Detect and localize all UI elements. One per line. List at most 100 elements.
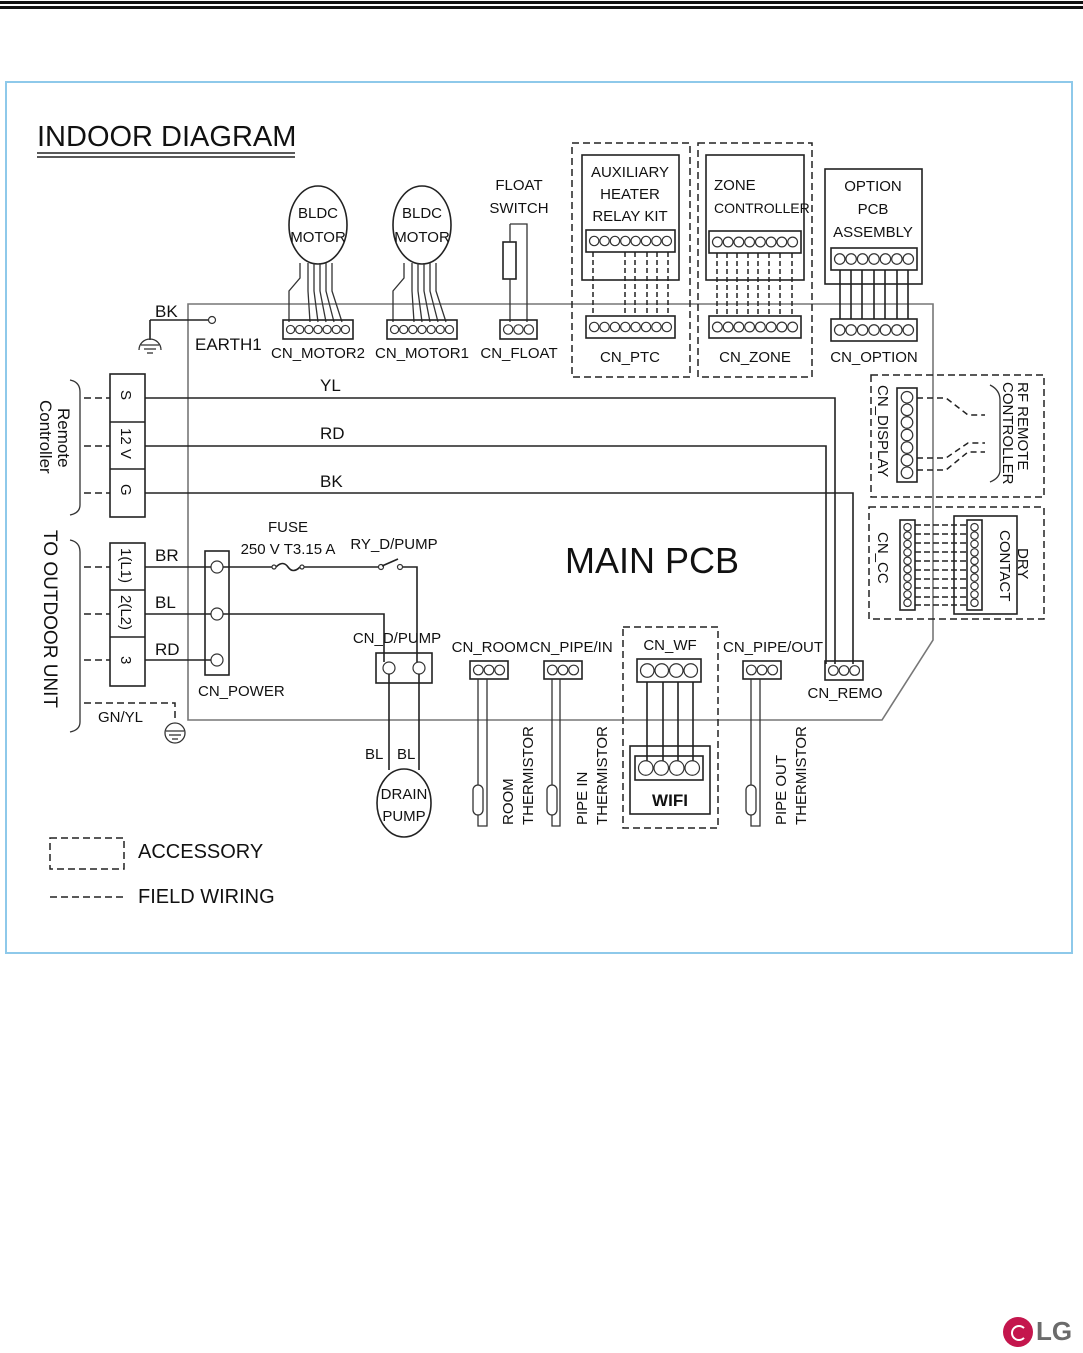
main-pcb-label: MAIN PCB bbox=[565, 540, 739, 581]
header-rule-bottom bbox=[0, 6, 1083, 9]
terminal-s: S bbox=[117, 390, 134, 400]
connector-pin bbox=[609, 321, 621, 333]
connector-pin bbox=[868, 324, 880, 336]
connector-pin bbox=[557, 664, 569, 676]
connector-pin bbox=[903, 598, 912, 608]
accessory-zone: ZONE CONTROLLER CN_ZONE bbox=[697, 142, 813, 378]
connector-pin bbox=[711, 236, 723, 248]
earth-label: EARTH1 bbox=[195, 335, 262, 354]
bldc-motor-2: BLDC MOTOR CN_MOTOR2 bbox=[271, 185, 365, 362]
cn-room-connector bbox=[469, 660, 509, 680]
connector-pin bbox=[849, 665, 861, 676]
connector-pin bbox=[285, 324, 296, 335]
accessory-wifi: CN_WF WIFI bbox=[622, 626, 719, 829]
connector-pin bbox=[502, 324, 514, 335]
zone-controller-connector bbox=[708, 230, 802, 254]
cn-dpump-label: CN_D/PUMP bbox=[353, 630, 441, 647]
connector-pin bbox=[444, 324, 455, 335]
dry-contact-box bbox=[953, 515, 1018, 615]
connector-pin bbox=[711, 321, 723, 333]
dry-contact-label-1: DRY bbox=[1014, 548, 1031, 579]
cn-ptc-connector bbox=[585, 315, 676, 339]
wifi-module-connector bbox=[634, 755, 704, 781]
drain-pump-label-1: DRAIN bbox=[381, 786, 428, 803]
connector-pin bbox=[599, 321, 610, 333]
connector-pin bbox=[408, 324, 418, 335]
connector-pin bbox=[900, 390, 914, 404]
connector-pin bbox=[340, 324, 351, 335]
connector-pin bbox=[637, 760, 654, 776]
wire-rd-label: RD bbox=[320, 424, 345, 443]
cn-wf-connector bbox=[636, 658, 702, 683]
connector-pin bbox=[756, 664, 768, 676]
connector-pin bbox=[426, 324, 436, 335]
connector-pin bbox=[654, 663, 670, 678]
connector-pin bbox=[970, 539, 979, 549]
wifi-module-box bbox=[629, 745, 711, 815]
connector-pin bbox=[651, 321, 662, 333]
ptc-label-3: RELAY KIT bbox=[592, 208, 667, 225]
dpump-wire-2-label: BL bbox=[397, 746, 415, 763]
connector-pin bbox=[754, 321, 766, 333]
connector-pin bbox=[903, 581, 912, 591]
dry-contact-connector bbox=[966, 519, 983, 611]
connector-pin bbox=[417, 324, 427, 335]
connector-pin bbox=[833, 253, 846, 265]
wire-br-label: BR bbox=[155, 546, 179, 565]
connector-pin bbox=[684, 760, 701, 776]
connector-pin bbox=[513, 324, 524, 335]
cn-ptc-label: CN_PTC bbox=[600, 349, 660, 366]
option-label-2: PCB bbox=[858, 201, 889, 218]
connector-pin bbox=[389, 324, 400, 335]
room-thermistor-label-1: ROOM bbox=[500, 778, 517, 825]
option-label-3: ASSEMBLY bbox=[833, 224, 913, 241]
cn-motor1-label: CN_MOTOR1 bbox=[375, 345, 469, 362]
cn-dpump-connector bbox=[375, 652, 433, 684]
terminal-l1: 1(L1) bbox=[117, 548, 134, 583]
zone-label-2: CONTROLLER bbox=[714, 200, 810, 216]
legend: ACCESSORY FIELD WIRING bbox=[49, 837, 275, 908]
connector-pin bbox=[483, 664, 495, 676]
connector-pin bbox=[845, 253, 857, 265]
cn-pipe-in-label: CN_PIPE/IN bbox=[529, 639, 612, 656]
wire-rd-power-label: RD bbox=[155, 640, 180, 659]
zone-label-1: ZONE bbox=[714, 177, 756, 194]
cn-float-label: CN_FLOAT bbox=[480, 345, 557, 362]
connector-pin bbox=[902, 324, 915, 336]
connector-pin bbox=[833, 324, 846, 336]
power-pin bbox=[210, 653, 224, 667]
connector-pin bbox=[523, 324, 535, 335]
connector-pin bbox=[970, 598, 979, 608]
rf-remote-label-1: RF REMOTE bbox=[1014, 382, 1031, 470]
pipe-out-thermistor-label-2: THERMISTOR bbox=[793, 726, 810, 825]
connector-pin bbox=[891, 324, 903, 336]
connector-pin bbox=[722, 236, 734, 248]
thermistor-icon bbox=[546, 784, 558, 816]
connector-pin bbox=[765, 236, 777, 248]
legend-accessory-label: ACCESSORY bbox=[138, 841, 263, 863]
connector-pin bbox=[787, 321, 799, 333]
legend-field-wiring-label: FIELD WIRING bbox=[138, 886, 275, 908]
connector-pin bbox=[903, 548, 912, 557]
remote-controller-label-1: Remote bbox=[54, 408, 73, 468]
cn-power-label: CN_POWER bbox=[198, 683, 285, 700]
connector-pin bbox=[879, 253, 892, 265]
connector-pin bbox=[304, 324, 314, 335]
connector-pin bbox=[322, 324, 332, 335]
connector-pin bbox=[546, 664, 558, 676]
connector-pin bbox=[399, 324, 409, 335]
connector-pin bbox=[903, 539, 912, 549]
outdoor-unit-label: TO OUTDOOR UNIT bbox=[39, 530, 60, 708]
ground-icon bbox=[164, 722, 186, 744]
bldc-motor-1: BLDC MOTOR CN_MOTOR1 bbox=[375, 185, 469, 362]
wire-yl-label: YL bbox=[320, 376, 341, 395]
accessory-cc: CN_CC DRY CONTACT bbox=[868, 506, 1045, 620]
legend-accessory-symbol bbox=[49, 837, 125, 870]
connector-pins bbox=[285, 235, 979, 776]
option-label-1: OPTION bbox=[844, 178, 902, 195]
motor-1-label-1: BLDC bbox=[402, 205, 442, 222]
drain-pump-label-2: PUMP bbox=[382, 808, 425, 825]
connector-pin bbox=[903, 531, 912, 540]
connector-pin bbox=[661, 321, 673, 333]
